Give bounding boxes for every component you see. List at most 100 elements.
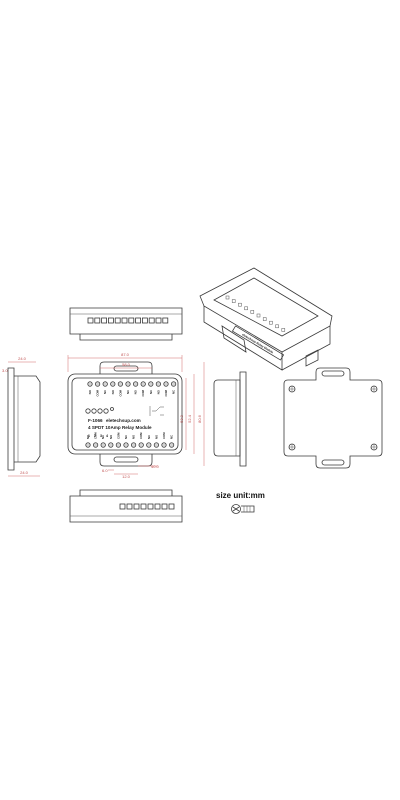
description-label: 4 SPDT 10Amp Relay Module bbox=[88, 425, 152, 430]
screw-terminal-icon bbox=[119, 503, 126, 510]
terminal-label: NO bbox=[132, 434, 136, 439]
screw-terminal-icon bbox=[117, 381, 124, 387]
screw-terminal-icon bbox=[155, 317, 162, 324]
terminal-label: COM bbox=[94, 432, 98, 439]
size-unit-label: size unit:mm bbox=[216, 491, 265, 500]
top-terminal-row bbox=[87, 317, 169, 324]
screw-terminal-icon bbox=[121, 317, 128, 324]
screw-terminal-icon bbox=[131, 442, 137, 448]
dim-side-top-small: 3.0 bbox=[2, 368, 8, 373]
screw-terminal-icon bbox=[85, 442, 91, 448]
screw-terminal-icon bbox=[108, 442, 114, 448]
screw-terminal-icon bbox=[126, 503, 133, 510]
terminal-label: NC bbox=[124, 435, 128, 439]
screw-terminal-icon bbox=[147, 503, 154, 510]
screw-terminal-icon bbox=[269, 320, 273, 325]
screw-terminal-icon bbox=[138, 442, 144, 448]
isometric-view: eletechsup Relay Module bbox=[199, 267, 333, 371]
dim-slot-width: 6.0 bbox=[102, 468, 108, 473]
screw-terminal-icon bbox=[250, 310, 255, 314]
screw-terminal-icon bbox=[101, 317, 107, 324]
dim-height-c: 80.6 bbox=[197, 414, 202, 423]
relay-schematic-icon bbox=[149, 406, 164, 416]
screw-terminal-icon bbox=[275, 324, 279, 329]
screw-terminal-icon bbox=[133, 381, 139, 387]
screw-terminal-icon bbox=[87, 381, 93, 387]
dim-height-a: 53.2 bbox=[179, 414, 184, 423]
screw-terminal-icon bbox=[140, 381, 146, 387]
screw-terminal-icon bbox=[161, 503, 168, 510]
dim-slot-height: 12.0 bbox=[122, 474, 131, 479]
mounting-hole-icon bbox=[288, 385, 296, 393]
screw-terminal-icon bbox=[123, 442, 129, 448]
terminal-label: NO bbox=[154, 434, 158, 439]
terminal-label: NO bbox=[156, 389, 160, 394]
screw-terminal-icon bbox=[148, 381, 154, 387]
screw-terminal-icon bbox=[161, 442, 167, 448]
brand-label: F-1066 bbox=[88, 418, 103, 423]
right-side-view bbox=[213, 371, 247, 467]
screw-terminal-icon bbox=[231, 299, 236, 303]
terminal-label: NC bbox=[147, 435, 151, 439]
screw-terminal-icon bbox=[238, 302, 242, 307]
screw-terminal-icon bbox=[108, 317, 114, 324]
screw-icon bbox=[231, 504, 255, 514]
dim-slot-span: 58.0 bbox=[122, 362, 131, 367]
terminal-label: NC bbox=[170, 435, 174, 439]
terminal-label: NC bbox=[172, 390, 176, 394]
channel-number-1: 1 bbox=[88, 434, 90, 438]
led-row bbox=[85, 407, 114, 414]
screw-terminal-icon bbox=[256, 313, 261, 318]
dim-height-b: 52.4 bbox=[187, 414, 192, 423]
screw-terminal-icon bbox=[169, 442, 175, 448]
channel-number-4: 4 bbox=[106, 434, 108, 438]
left-side-view: 24.0 3.0 24.0 bbox=[2, 356, 41, 477]
dim-side-bottom: 24.0 bbox=[20, 470, 29, 475]
screw-terminal-icon bbox=[262, 317, 267, 321]
channel-number-2: 2 bbox=[94, 434, 96, 438]
bottom-terminal-row bbox=[119, 503, 175, 510]
terminal-label: NO bbox=[111, 389, 115, 394]
screw-terminal-icon bbox=[154, 503, 161, 510]
screw-terminal-icon bbox=[146, 442, 152, 448]
terminal-label: NC bbox=[149, 390, 153, 394]
terminal-label: COM bbox=[118, 389, 122, 396]
screw-terminal-icon bbox=[102, 381, 108, 387]
screw-terminal-icon bbox=[244, 306, 248, 311]
front-top-terminal-row bbox=[87, 381, 177, 387]
terminal-label: COM bbox=[116, 432, 120, 439]
screw-terminal-icon bbox=[128, 317, 135, 324]
terminal-label: NC bbox=[101, 435, 105, 439]
screw-terminal-icon bbox=[95, 381, 101, 387]
screw-terminal-icon bbox=[281, 328, 286, 332]
terminal-label: COM bbox=[164, 389, 168, 396]
iso-terminal-row bbox=[225, 295, 286, 332]
terminal-label: NC bbox=[103, 390, 107, 394]
channel-number-3: 3 bbox=[100, 434, 102, 438]
screw-terminal-icon bbox=[110, 381, 116, 387]
dim-offset-right: 40.0 bbox=[151, 464, 160, 469]
screw-terminal-icon bbox=[93, 442, 99, 448]
screw-terminal-icon bbox=[135, 317, 142, 324]
mounting-hole-icon bbox=[288, 443, 296, 451]
screw-terminal-icon bbox=[140, 503, 147, 510]
terminal-label: NC bbox=[126, 390, 130, 394]
screw-terminal-icon bbox=[100, 442, 106, 448]
terminal-label: COM bbox=[162, 432, 166, 439]
screw-terminal-icon bbox=[87, 317, 94, 324]
screw-terminal-icon bbox=[94, 317, 101, 324]
screw-terminal-icon bbox=[125, 381, 131, 387]
mounting-hole-icon bbox=[370, 443, 378, 451]
screw-terminal-icon bbox=[148, 317, 155, 324]
dim-side-top: 24.0 bbox=[18, 356, 27, 361]
back-view bbox=[283, 367, 383, 469]
screw-terminal-icon bbox=[153, 442, 159, 448]
bottom-view bbox=[69, 489, 183, 523]
terminal-label: NO bbox=[134, 389, 138, 394]
terminal-label: NO bbox=[88, 389, 92, 394]
screw-terminal-icon bbox=[163, 381, 169, 387]
